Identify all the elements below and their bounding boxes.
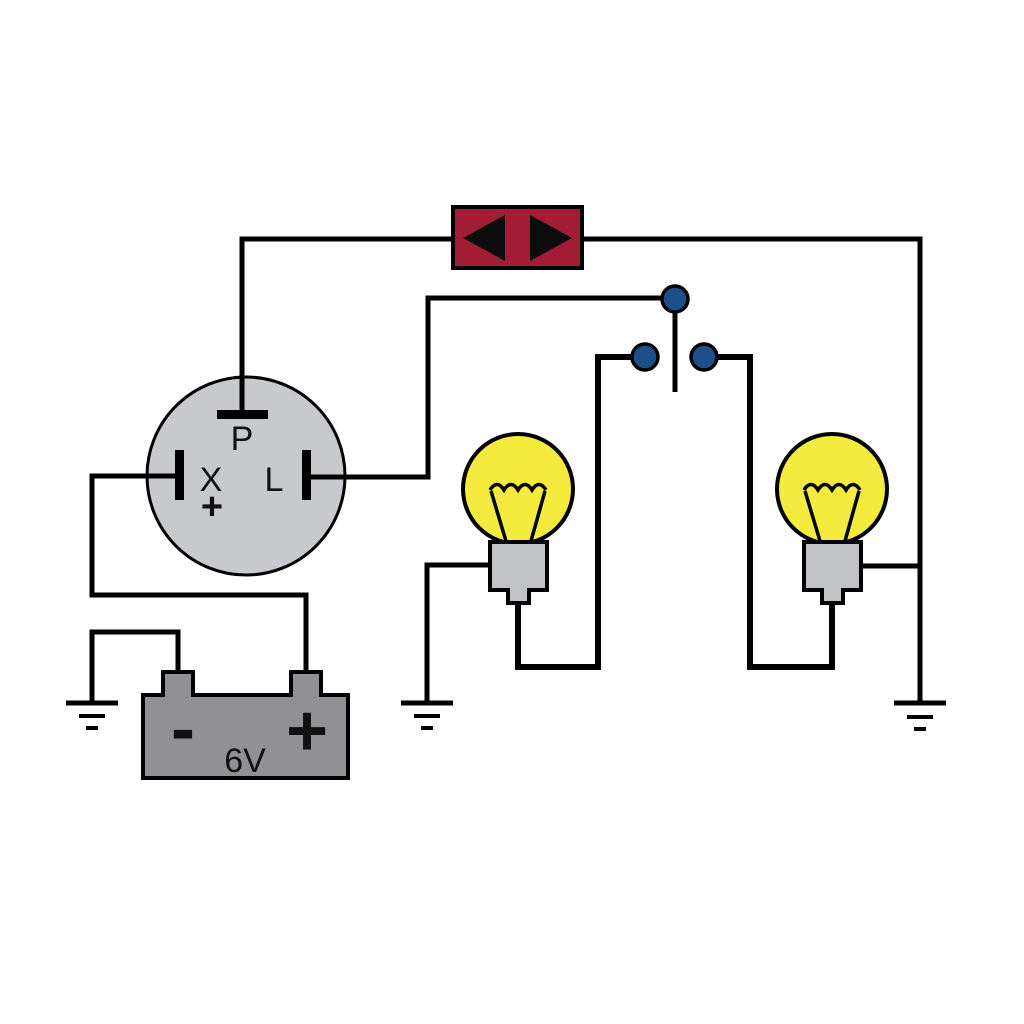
wire-switch-right-to-lamp-right bbox=[704, 354, 835, 670]
relay-terminal-l-bar bbox=[302, 450, 311, 500]
battery-voltage-label: 6V bbox=[224, 742, 266, 780]
indicator-left-arrow-icon bbox=[463, 215, 505, 261]
wire-relay-x-to-battery-positive bbox=[89, 473, 309, 676]
wire-switch-left-to-lamp-left bbox=[515, 354, 645, 670]
switch-common-contact bbox=[660, 284, 690, 314]
signal-lamp-left bbox=[461, 432, 575, 605]
wire-battery-negative-to-ground bbox=[89, 629, 181, 703]
lamp-right-filament bbox=[802, 482, 862, 542]
relay-terminal-l-label: L bbox=[265, 461, 284, 499]
relay-terminal-p-bar bbox=[217, 410, 268, 419]
relay-terminal-x-bar bbox=[175, 450, 184, 500]
toggle-switch bbox=[630, 284, 719, 372]
pilot-indicator-lamp bbox=[451, 205, 584, 270]
lamp-left-filament bbox=[488, 482, 548, 542]
battery-body bbox=[141, 670, 350, 780]
battery-negative-label: - bbox=[171, 689, 195, 769]
battery-positive-label: + bbox=[286, 691, 328, 771]
ground-right bbox=[894, 700, 946, 731]
wire-lamp-left-to-ground bbox=[424, 562, 492, 703]
switch-right-contact bbox=[689, 342, 719, 372]
ground-symbols bbox=[66, 700, 946, 731]
indicator-right-arrow-icon bbox=[530, 215, 572, 261]
wire-group bbox=[89, 236, 923, 703]
relay-terminal-x-label: X bbox=[200, 461, 223, 499]
ground-left bbox=[66, 700, 118, 730]
ground-center bbox=[401, 700, 453, 730]
relay-polarity-label: + bbox=[201, 486, 223, 528]
lamp-left-base bbox=[488, 540, 549, 605]
relay-terminal-p-label: P bbox=[231, 420, 254, 458]
switch-left-contact bbox=[630, 342, 660, 372]
wire-relay-l-to-switch-common bbox=[306, 295, 675, 480]
battery-6v: - + 6V bbox=[141, 670, 350, 780]
lamp-right-base bbox=[802, 540, 863, 605]
signal-lamp-right bbox=[775, 432, 889, 605]
